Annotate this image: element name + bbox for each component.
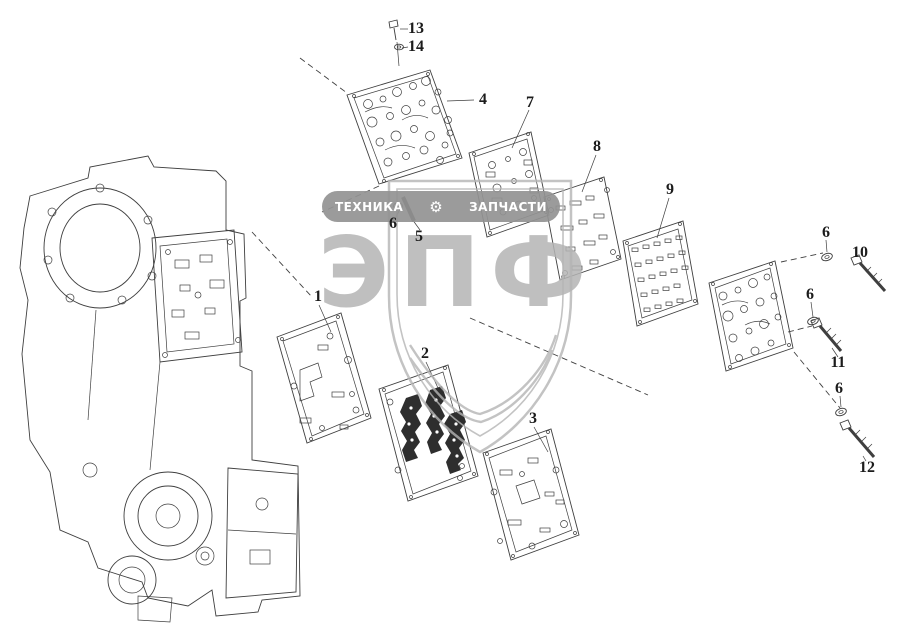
callout-14: 14 — [408, 38, 424, 55]
callout-9: 9 — [666, 181, 674, 198]
callout-13: 13 — [408, 20, 424, 37]
callout-11: 11 — [830, 354, 846, 371]
valve-body-plate-4 — [346, 69, 463, 185]
callout-7: 7 — [526, 94, 534, 111]
callout-6-right-mid: 6 — [806, 286, 814, 303]
callout-6-left: 6 — [389, 215, 397, 232]
callout-3: 3 — [529, 410, 537, 427]
callout-6-right-top: 6 — [822, 224, 830, 241]
bolt-12 — [839, 419, 876, 458]
callout-10: 10 — [852, 244, 868, 261]
washer-14 — [394, 43, 404, 51]
callout-5: 5 — [415, 228, 423, 245]
callout-8: 8 — [593, 138, 601, 155]
bolt-11 — [810, 317, 843, 352]
callout-6-right-bottom: 6 — [835, 380, 843, 397]
bolt-13 — [388, 19, 399, 41]
separator-plate-9 — [622, 220, 699, 327]
callout-2: 2 — [421, 345, 429, 362]
washer-6-right-top — [821, 252, 833, 262]
gearbox-housing — [19, 155, 301, 623]
callout-4: 4 — [479, 91, 487, 108]
valve-body-right — [708, 260, 794, 372]
channel-plate-1 — [276, 312, 372, 444]
bolt-10 — [850, 254, 887, 292]
callout-1: 1 — [314, 288, 322, 305]
callout-12: 12 — [859, 459, 875, 476]
washer-6-right-bottom — [835, 407, 847, 417]
